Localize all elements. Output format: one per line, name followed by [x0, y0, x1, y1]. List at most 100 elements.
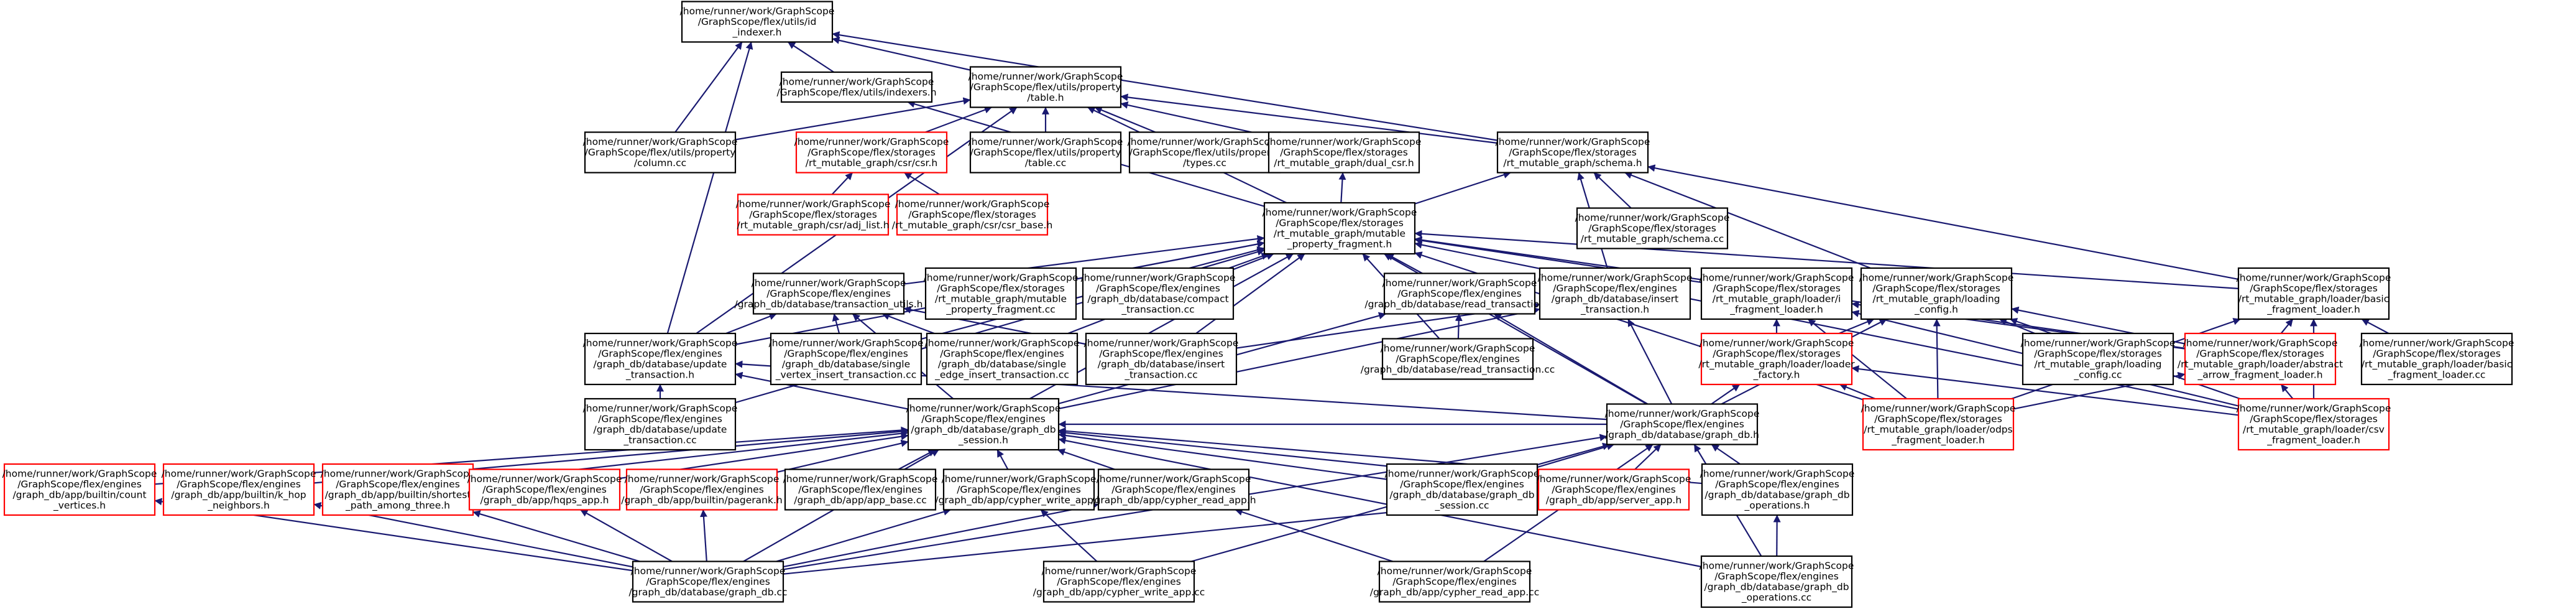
- node-box[interactable]: [584, 398, 737, 451]
- node-basicfl-h[interactable]: /home/runner/work/GraphScope/GraphScope/…: [2237, 267, 2391, 320]
- node-dualcsr-h[interactable]: /home/runner/work/GraphScope/GraphScope/…: [1267, 131, 1422, 174]
- node-box[interactable]: [1383, 272, 1536, 315]
- node-box[interactable]: [1539, 267, 1691, 320]
- node-box[interactable]: [2360, 332, 2513, 386]
- node-box[interactable]: [896, 193, 1049, 236]
- node-box[interactable]: [1496, 131, 1649, 174]
- node-box[interactable]: [752, 272, 905, 315]
- node-indexer[interactable]: /home/runner/work/GraphScope/GraphScope/…: [680, 1, 835, 43]
- node-box[interactable]: [770, 332, 922, 386]
- node-box[interactable]: [969, 131, 1122, 174]
- node-basicfl-cc[interactable]: /home/runner/work/GraphScope/GraphScope/…: [2360, 332, 2514, 386]
- node-box[interactable]: [737, 193, 890, 236]
- node-seit-cc[interactable]: /home/runner/work/GraphScope/GraphScope/…: [925, 332, 1080, 386]
- node-cwrite-h[interactable]: /home/runner/work/GraphScope/GraphScope/…: [935, 468, 1103, 511]
- node-box[interactable]: [924, 267, 1077, 320]
- node-cwrite-cc[interactable]: /home/runner/work/GraphScope/GraphScope/…: [1033, 561, 1205, 603]
- node-proptable-h[interactable]: /home/runner/work/GraphScope/GraphScope/…: [968, 66, 1123, 108]
- node-box[interactable]: [926, 332, 1079, 386]
- node-box[interactable]: [1537, 468, 1690, 511]
- node-types-cc[interactable]: /home/runner/work/GraphScope/GraphScope/…: [1128, 131, 1282, 174]
- node-box[interactable]: [468, 468, 621, 511]
- node-box[interactable]: [969, 66, 1122, 108]
- node-box[interactable]: [942, 468, 1095, 511]
- node-csrbase-h[interactable]: /home/runner/work/GraphScope/GraphScope/…: [892, 193, 1053, 236]
- node-ops-cc[interactable]: /home/runner/work/GraphScope/GraphScope/…: [1700, 555, 1854, 608]
- node-odps-h[interactable]: /home/runner/work/GraphScope/GraphScope/…: [1861, 398, 2016, 451]
- node-csr-h[interactable]: /home/runner/work/GraphScope/GraphScope/…: [794, 131, 949, 174]
- node-box[interactable]: [784, 468, 937, 511]
- node-mpf-cc[interactable]: /home/runner/work/GraphScope/GraphScope/…: [924, 267, 1079, 320]
- node-readtx-cc[interactable]: /home/runner/work/GraphScope/GraphScope/…: [1361, 338, 1555, 380]
- node-box[interactable]: [1701, 463, 1854, 516]
- node-box[interactable]: [1263, 202, 1416, 255]
- node-session-cc[interactable]: /home/runner/work/GraphScope/GraphScope/…: [1385, 463, 1540, 516]
- node-adjlist-h[interactable]: /home/runner/work/GraphScope/GraphScope/…: [736, 193, 891, 236]
- node-khop-h[interactable]: /home/runner/work/GraphScope/GraphScope/…: [162, 463, 316, 516]
- node-server-h[interactable]: /home/runner/work/GraphScope/GraphScope/…: [1537, 468, 1691, 511]
- node-count-h[interactable]: /home/runner/work/GraphScope/GraphScope/…: [2, 463, 157, 516]
- node-schema-cc[interactable]: /home/runner/work/GraphScope/GraphScope/…: [1575, 207, 1730, 249]
- node-box[interactable]: [2237, 267, 2390, 320]
- node-table-cc[interactable]: /home/runner/work/GraphScope/GraphScope/…: [968, 131, 1123, 174]
- node-box[interactable]: [1042, 561, 1195, 603]
- node-inserttx-h[interactable]: /home/runner/work/GraphScope/GraphScope/…: [1538, 267, 1693, 320]
- node-cread-h[interactable]: /home/runner/work/GraphScope/GraphScope/…: [1091, 468, 1256, 511]
- node-ops-h[interactable]: /home/runner/work/GraphScope/GraphScope/…: [1700, 463, 1855, 516]
- node-box[interactable]: [2022, 332, 2174, 386]
- node-box[interactable]: [321, 463, 474, 516]
- node-update-h[interactable]: /home/runner/work/GraphScope/GraphScope/…: [583, 332, 738, 386]
- node-box[interactable]: [1862, 398, 2015, 451]
- node-session-h[interactable]: /home/runner/work/GraphScope/GraphScope/…: [906, 398, 1061, 451]
- node-box[interactable]: [1267, 131, 1420, 174]
- node-box[interactable]: [584, 131, 737, 174]
- node-appbase-cc[interactable]: /home/runner/work/GraphScope/GraphScope/…: [783, 468, 938, 511]
- node-graphdb-cc[interactable]: /home/runner/work/GraphScope/GraphScope/…: [628, 561, 788, 603]
- node-inserttx-cc[interactable]: /home/runner/work/GraphScope/GraphScope/…: [1084, 332, 1239, 386]
- node-cread-cc[interactable]: /home/runner/work/GraphScope/GraphScope/…: [1370, 561, 1539, 603]
- node-loaderfactory-h[interactable]: /home/runner/work/GraphScope/GraphScope/…: [1698, 332, 1855, 386]
- node-box[interactable]: [907, 398, 1060, 451]
- node-schema-h[interactable]: /home/runner/work/GraphScope/GraphScope/…: [1496, 131, 1650, 174]
- node-compact-cc[interactable]: /home/runner/work/GraphScope/GraphScope/…: [1081, 267, 1236, 320]
- node-box[interactable]: [162, 463, 315, 516]
- node-box[interactable]: [2237, 398, 2390, 451]
- node-fragloader-h[interactable]: /home/runner/work/GraphScope/GraphScope/…: [1700, 267, 1854, 320]
- node-hqps-h[interactable]: /home/runner/work/GraphScope/GraphScope/…: [467, 468, 622, 511]
- node-box[interactable]: [1576, 207, 1729, 249]
- node-box[interactable]: [3, 463, 156, 516]
- node-box[interactable]: [1386, 463, 1539, 516]
- node-box[interactable]: [1381, 338, 1534, 380]
- node-mpf-h[interactable]: /home/runner/work/GraphScope/GraphScope/…: [1263, 202, 1417, 255]
- node-pagerank-h[interactable]: /home/runner/work/GraphScope/GraphScope/…: [621, 468, 783, 511]
- node-box[interactable]: [1700, 267, 1853, 320]
- node-box[interactable]: [1378, 561, 1531, 603]
- node-svit-cc[interactable]: /home/runner/work/GraphScope/GraphScope/…: [769, 332, 924, 386]
- node-box[interactable]: [1860, 267, 2013, 320]
- node-csvfl-h[interactable]: /home/runner/work/GraphScope/GraphScope/…: [2237, 398, 2391, 451]
- node-box[interactable]: [1606, 403, 1759, 445]
- node-graphdb-h[interactable]: /home/runner/work/GraphScope/GraphScope/…: [1605, 403, 1760, 445]
- node-box[interactable]: [1082, 267, 1235, 320]
- node-readtx-h[interactable]: /home/runner/work/GraphScope/GraphScope/…: [1364, 272, 1555, 315]
- node-loadcfg-cc[interactable]: /home/runner/work/GraphScope/GraphScope/…: [2021, 332, 2176, 386]
- node-column-cc[interactable]: /home/runner/work/GraphScope/GraphScope/…: [583, 131, 738, 174]
- node-update-cc[interactable]: /home/runner/work/GraphScope/GraphScope/…: [583, 398, 738, 451]
- node-box[interactable]: [1700, 332, 1853, 386]
- node-box[interactable]: [625, 468, 778, 511]
- node-box[interactable]: [1097, 468, 1250, 511]
- node-abstractarrow-h[interactable]: /home/runner/work/GraphScope/GraphScope/…: [2178, 332, 2343, 386]
- node-box[interactable]: [681, 1, 834, 43]
- node-box[interactable]: [780, 71, 933, 103]
- node-box[interactable]: [795, 131, 948, 174]
- node-shortest-h[interactable]: /home/runner/work/GraphScope/GraphScope/…: [321, 463, 476, 516]
- node-box[interactable]: [632, 561, 784, 603]
- node-indexers[interactable]: /home/runner/work/GraphScope/GraphScope/…: [776, 71, 937, 103]
- node-box[interactable]: [584, 332, 737, 386]
- node-label-line: /GraphScope/flex/storages: [2196, 348, 2324, 360]
- node-box[interactable]: [1700, 555, 1853, 608]
- node-box[interactable]: [1085, 332, 1238, 386]
- node-txutils-h[interactable]: /home/runner/work/GraphScope/GraphScope/…: [735, 272, 923, 315]
- node-box[interactable]: [2184, 332, 2337, 386]
- node-loadcfg-h[interactable]: /home/runner/work/GraphScope/GraphScope/…: [1859, 267, 2014, 320]
